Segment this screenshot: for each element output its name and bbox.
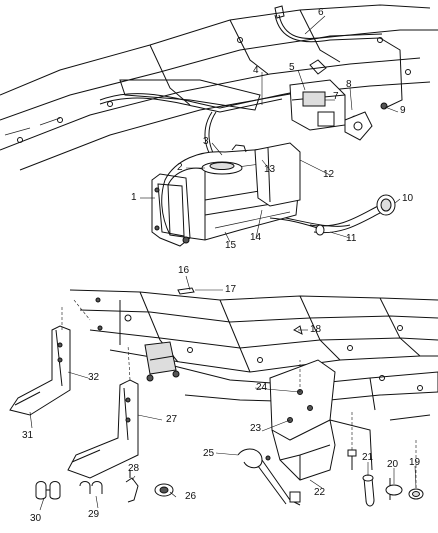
part-label-4: 4 (253, 65, 259, 76)
part-label-13: 13 (264, 164, 276, 175)
part-label-2: 2 (177, 162, 183, 173)
part-label-28: 28 (128, 463, 140, 474)
part-label-30: 30 (30, 513, 42, 524)
part-label-10: 10 (402, 193, 414, 204)
leader-lines (29, 15, 417, 511)
part-label-15: 15 (225, 240, 237, 251)
alignment-dashes (61, 299, 417, 488)
part-label-25: 25 (203, 448, 215, 459)
part-label-29: 29 (88, 509, 100, 520)
tank-straps (9, 325, 139, 479)
part-label-9: 9 (400, 105, 406, 116)
part-label-12: 12 (323, 169, 335, 180)
evap-canister (274, 5, 388, 141)
part-label-1: 1 (131, 192, 137, 203)
part-label-3: 3 (203, 136, 209, 147)
part-label-19: 19 (409, 457, 421, 468)
part-label-18: 18 (310, 324, 322, 335)
part-label-8: 8 (346, 79, 352, 90)
part-label-5: 5 (289, 62, 295, 73)
part-label-32: 32 (88, 372, 100, 383)
filler-neck (269, 194, 396, 236)
part-label-22: 22 (314, 487, 326, 498)
part-label-24: 24 (256, 382, 268, 393)
part-label-14: 14 (250, 232, 262, 243)
part-label-20: 20 (387, 459, 399, 470)
upper-frame (0, 4, 438, 171)
part-label-23: 23 (250, 423, 262, 434)
skid-bracket (237, 359, 336, 506)
mount-blocks (144, 341, 180, 382)
fuel-tank (151, 142, 301, 247)
part-label-17: 17 (225, 284, 237, 295)
part-label-26: 26 (185, 491, 197, 502)
part-label-7: 7 (333, 91, 339, 102)
part-label-27: 27 (166, 414, 178, 425)
part-label-31: 31 (22, 430, 34, 441)
clips-and-fasteners (35, 287, 424, 507)
part-label-21: 21 (362, 452, 374, 463)
part-label-6: 6 (318, 7, 324, 18)
part-label-11: 11 (346, 233, 357, 244)
part-label-16: 16 (178, 265, 190, 276)
